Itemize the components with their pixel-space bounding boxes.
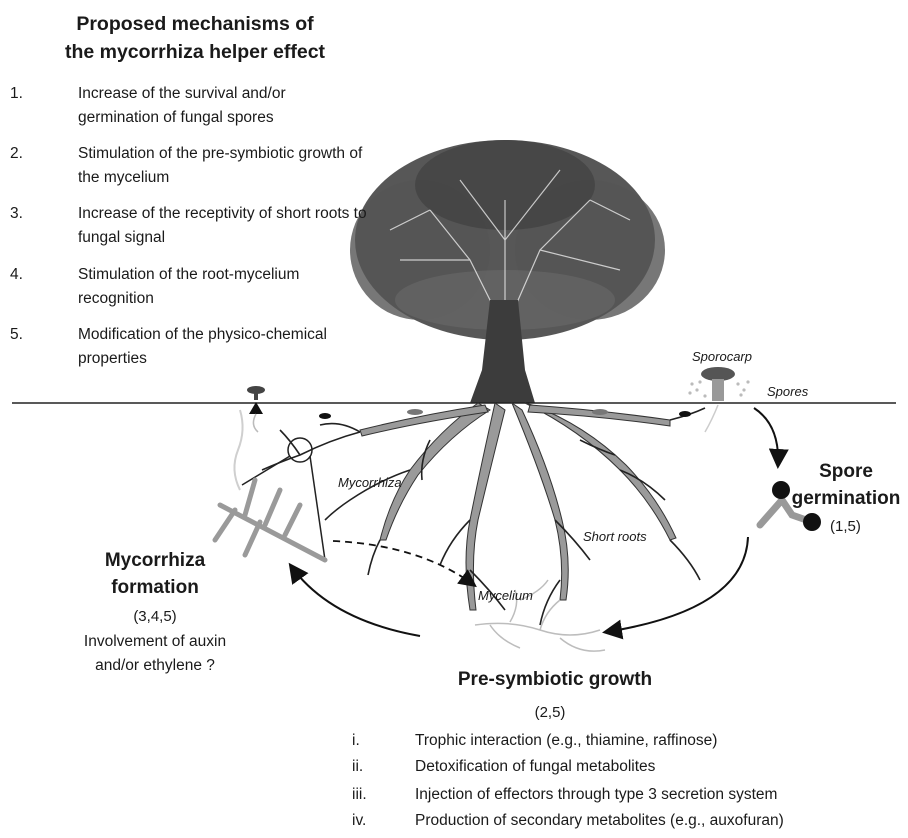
spore-germination-icon [756, 481, 821, 531]
mechanism-text: Modification of the physico-chemical pro… [78, 326, 327, 367]
spores-label: Spores [767, 384, 809, 399]
sporocarp-label: Sporocarp [692, 349, 752, 364]
interaction-text: Trophic interaction (e.g., thiamine, raf… [415, 732, 718, 749]
tree-trunk [470, 300, 535, 403]
tree-canopy [350, 140, 665, 340]
root-tips [319, 409, 691, 419]
interaction-text: Detoxification of fungal metabolites [415, 758, 656, 775]
pre-symbiotic-growth-refs: (2,5) [534, 704, 566, 721]
mechanism-number: 5. [10, 326, 23, 343]
mycelium-strands [474, 579, 606, 652]
mechanism-text: Stimulation of the pre-symbiotic growth … [78, 145, 363, 186]
interaction-number: iii. [352, 786, 367, 803]
mycorrhiza-formation-note: Involvement of auxin and/or ethylene ? [83, 633, 227, 674]
tree-roots [359, 401, 677, 611]
mycorrhiza-formation-refs: (3,4,5) [133, 608, 177, 625]
cycle-arrows [288, 407, 789, 640]
spore-germination-refs: (1,5) [830, 518, 861, 535]
fine-roots [261, 407, 706, 626]
mechanism-text: Increase of the receptivity of short roo… [78, 205, 367, 246]
mechanism-number: 3. [10, 205, 23, 222]
mechanism-number: 2. [10, 145, 23, 162]
mycorrhiza-label: Mycorrhiza [338, 475, 402, 490]
short-roots-label: Short roots [583, 529, 647, 544]
mechanism-number: 1. [10, 85, 23, 102]
interaction-text: Production of secondary metabolites (e.g… [415, 812, 784, 829]
mechanism-text: Stimulation of the root-mycelium recogni… [78, 266, 300, 307]
diagram-title: Proposed mechanisms of the mycorrhiza he… [64, 13, 326, 63]
mycorrhiza-zoom [212, 409, 328, 563]
interaction-number: ii. [352, 758, 364, 775]
dashed-arrow [332, 540, 477, 588]
pre-symbiotic-growth-title: Pre-symbiotic growth [457, 669, 653, 690]
spore-germination-title: Spore germination [791, 461, 901, 509]
interaction-text: Injection of effectors through type 3 se… [415, 786, 778, 803]
sporocarp-icon [688, 367, 750, 433]
mechanism-text: Increase of the survival and/or germinat… [78, 85, 286, 126]
mycelium-label: Mycelium [478, 588, 533, 603]
mycorrhiza-formation-title: Mycorrhiza formation [104, 550, 206, 598]
mechanism-number: 4. [10, 266, 23, 283]
interaction-number: iv. [352, 812, 367, 829]
interaction-number: i. [352, 732, 360, 749]
mushroom-small-icon [247, 386, 265, 433]
